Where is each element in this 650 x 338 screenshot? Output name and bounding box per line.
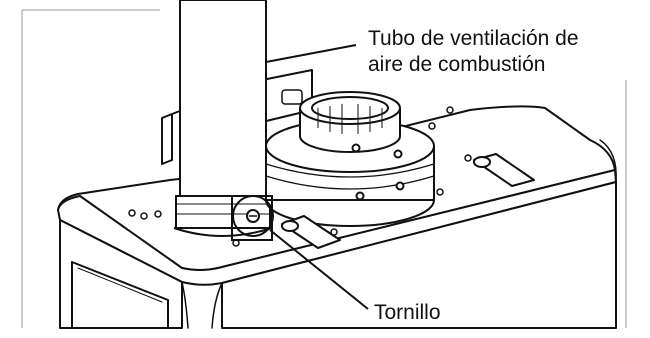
vent-pipe-label-line1: Tubo de ventilación de [368,27,579,50]
vent-pipe [173,0,273,237]
screw-callout [231,195,274,241]
leader-lines [265,44,369,310]
figure-frame [21,9,627,328]
surface-holes [128,106,472,247]
vent-pipe-label-line2: aire de combustión [368,53,546,76]
latches [281,153,535,249]
screw-label: Tornillo [374,301,441,324]
vent-collar [265,91,435,227]
